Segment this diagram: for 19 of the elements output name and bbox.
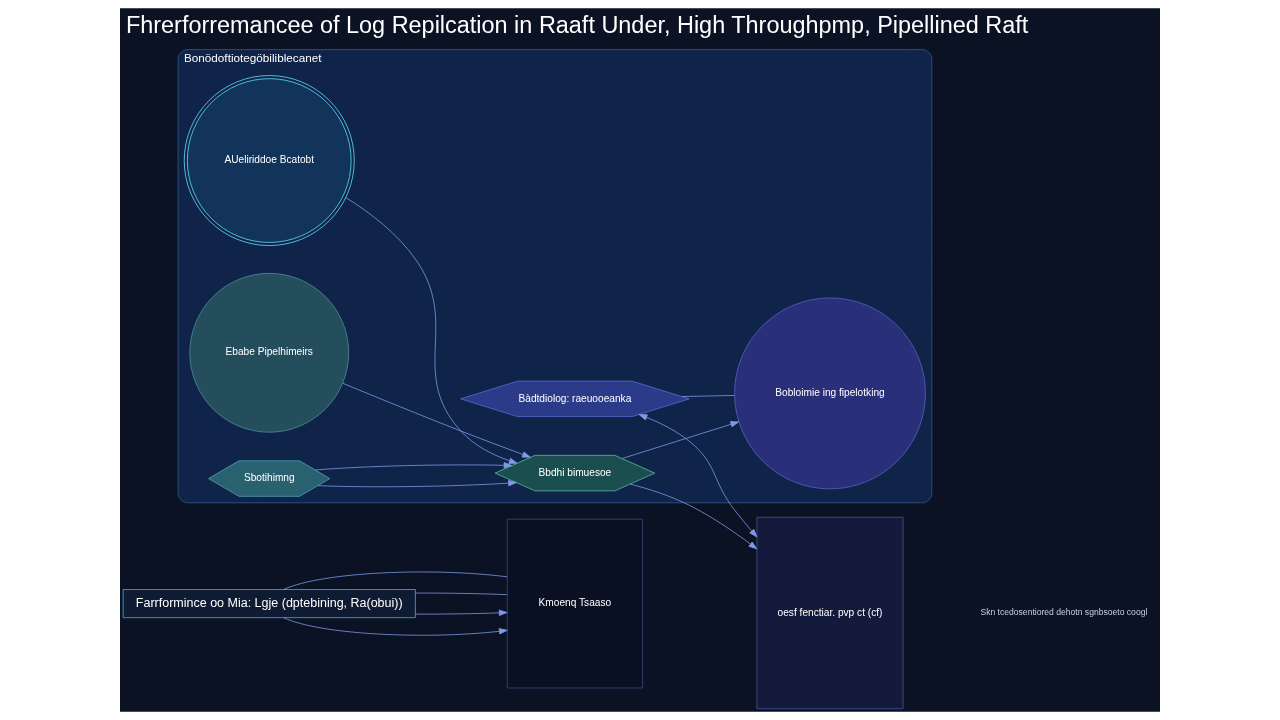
connector <box>681 395 735 397</box>
arrow <box>283 617 508 636</box>
diagram-title: Fhrerforremancee of Log Repilcation in Raaft Under, High Throughpmp, Pipellined Raft <box>125 12 1029 39</box>
node-box: oesf fenctiar. pvp ct (cf) <box>756 516 904 710</box>
arrow <box>638 414 758 538</box>
label: Skn tcedosentiored dehotn sgnbsoeto coogl <box>980 607 1148 618</box>
arrow <box>317 480 517 488</box>
node-box: Kmoenq Tsaaso <box>506 518 643 689</box>
arrow <box>315 462 513 471</box>
arrow <box>345 197 518 464</box>
node-circle: Ebabe Pipelhimeirs <box>189 272 350 433</box>
arrow <box>342 382 531 458</box>
connector <box>415 592 508 596</box>
arrow <box>621 421 739 459</box>
arrow <box>415 609 508 616</box>
arrow <box>629 483 758 550</box>
connector <box>283 571 508 590</box>
node-circle: Bobloimie ing fipelotking <box>734 297 926 490</box>
node-box: Farrformince oo Mia: Lgje (dptebining, Ra(obui)) <box>122 589 416 619</box>
